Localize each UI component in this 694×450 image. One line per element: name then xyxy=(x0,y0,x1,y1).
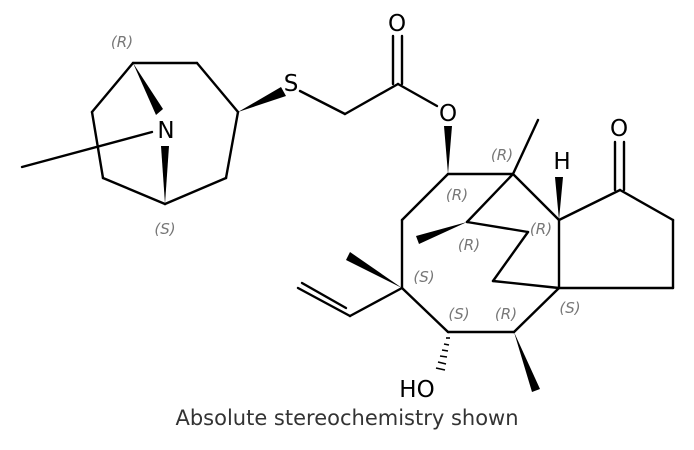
bond xyxy=(491,279,561,290)
bond xyxy=(163,176,228,206)
wedge-bond-s xyxy=(238,87,286,112)
bond xyxy=(465,220,530,234)
stereo-ester-carbon: (R) xyxy=(446,186,468,204)
bond xyxy=(90,61,135,114)
bond xyxy=(618,188,675,222)
stereo-bridge-carbon: (R) xyxy=(458,236,480,254)
core-ring-system xyxy=(296,118,675,392)
bond xyxy=(511,172,561,222)
stereo-bridge-right: (R) xyxy=(530,220,552,238)
wedge-bond-vinyl-methyl xyxy=(346,252,402,288)
bond xyxy=(343,82,400,116)
atom-o-ketone: O xyxy=(610,116,628,142)
bond xyxy=(557,188,622,222)
wedge-bond-methyl-left xyxy=(416,222,467,244)
atom-ho: HO xyxy=(399,377,434,403)
wedge-bond-h xyxy=(555,177,563,220)
bond xyxy=(491,230,530,283)
line xyxy=(441,349,449,352)
stereo-quaternary-methyl: (R) xyxy=(491,146,513,164)
stereo-labels: (R) (S) (R) (R) (R) (R) (S) (S) (R) (S) xyxy=(111,33,581,323)
line xyxy=(443,343,450,346)
vinyl-double-bond-b xyxy=(300,281,348,310)
stereo-tropane-top: (R) xyxy=(111,33,133,51)
atom-n: N xyxy=(157,118,174,144)
line xyxy=(435,367,446,371)
vinyl-double-bond-a xyxy=(296,286,352,318)
stereo-vinyl-carbon: (S) xyxy=(413,268,434,286)
wedge-bond-n-top xyxy=(133,63,163,115)
bond xyxy=(512,286,561,334)
atom-o-ester: O xyxy=(439,101,457,127)
stereo-methyl-carbon: (R) xyxy=(495,305,517,323)
bond xyxy=(465,172,515,224)
line xyxy=(437,361,447,365)
hashed-bond-hydroxyl xyxy=(435,337,450,371)
n-methyl-bond xyxy=(20,130,154,169)
bond xyxy=(400,286,450,334)
bond xyxy=(101,176,167,206)
thioacetate-linker xyxy=(298,34,452,174)
atom-s: S xyxy=(284,71,299,97)
wedge-bond-n-bottom xyxy=(161,146,169,204)
methyl-bond-top xyxy=(511,118,540,176)
bond xyxy=(396,82,439,108)
wedge-bond-methyl-bottom xyxy=(514,332,540,392)
atom-o-carbonyl: O xyxy=(388,11,406,37)
stereo-ring-junction: (S) xyxy=(559,299,580,317)
bond xyxy=(400,172,450,222)
vinyl-bond xyxy=(348,286,404,318)
stereo-tropane-bottom: (S) xyxy=(154,220,175,238)
stereo-hydroxyl-carbon: (S) xyxy=(448,305,469,323)
stereochemistry-caption: Absolute stereochemistry shown xyxy=(175,406,519,430)
tropane-fragment xyxy=(20,61,286,206)
atom-h: H xyxy=(553,149,570,175)
bond xyxy=(298,89,347,116)
bond xyxy=(90,110,105,180)
atom-labels: N S O O O H HO xyxy=(157,11,628,403)
line xyxy=(439,355,448,358)
wedge-bond-ester-oxygen xyxy=(444,126,452,174)
bond xyxy=(195,61,240,114)
bond xyxy=(224,110,240,180)
